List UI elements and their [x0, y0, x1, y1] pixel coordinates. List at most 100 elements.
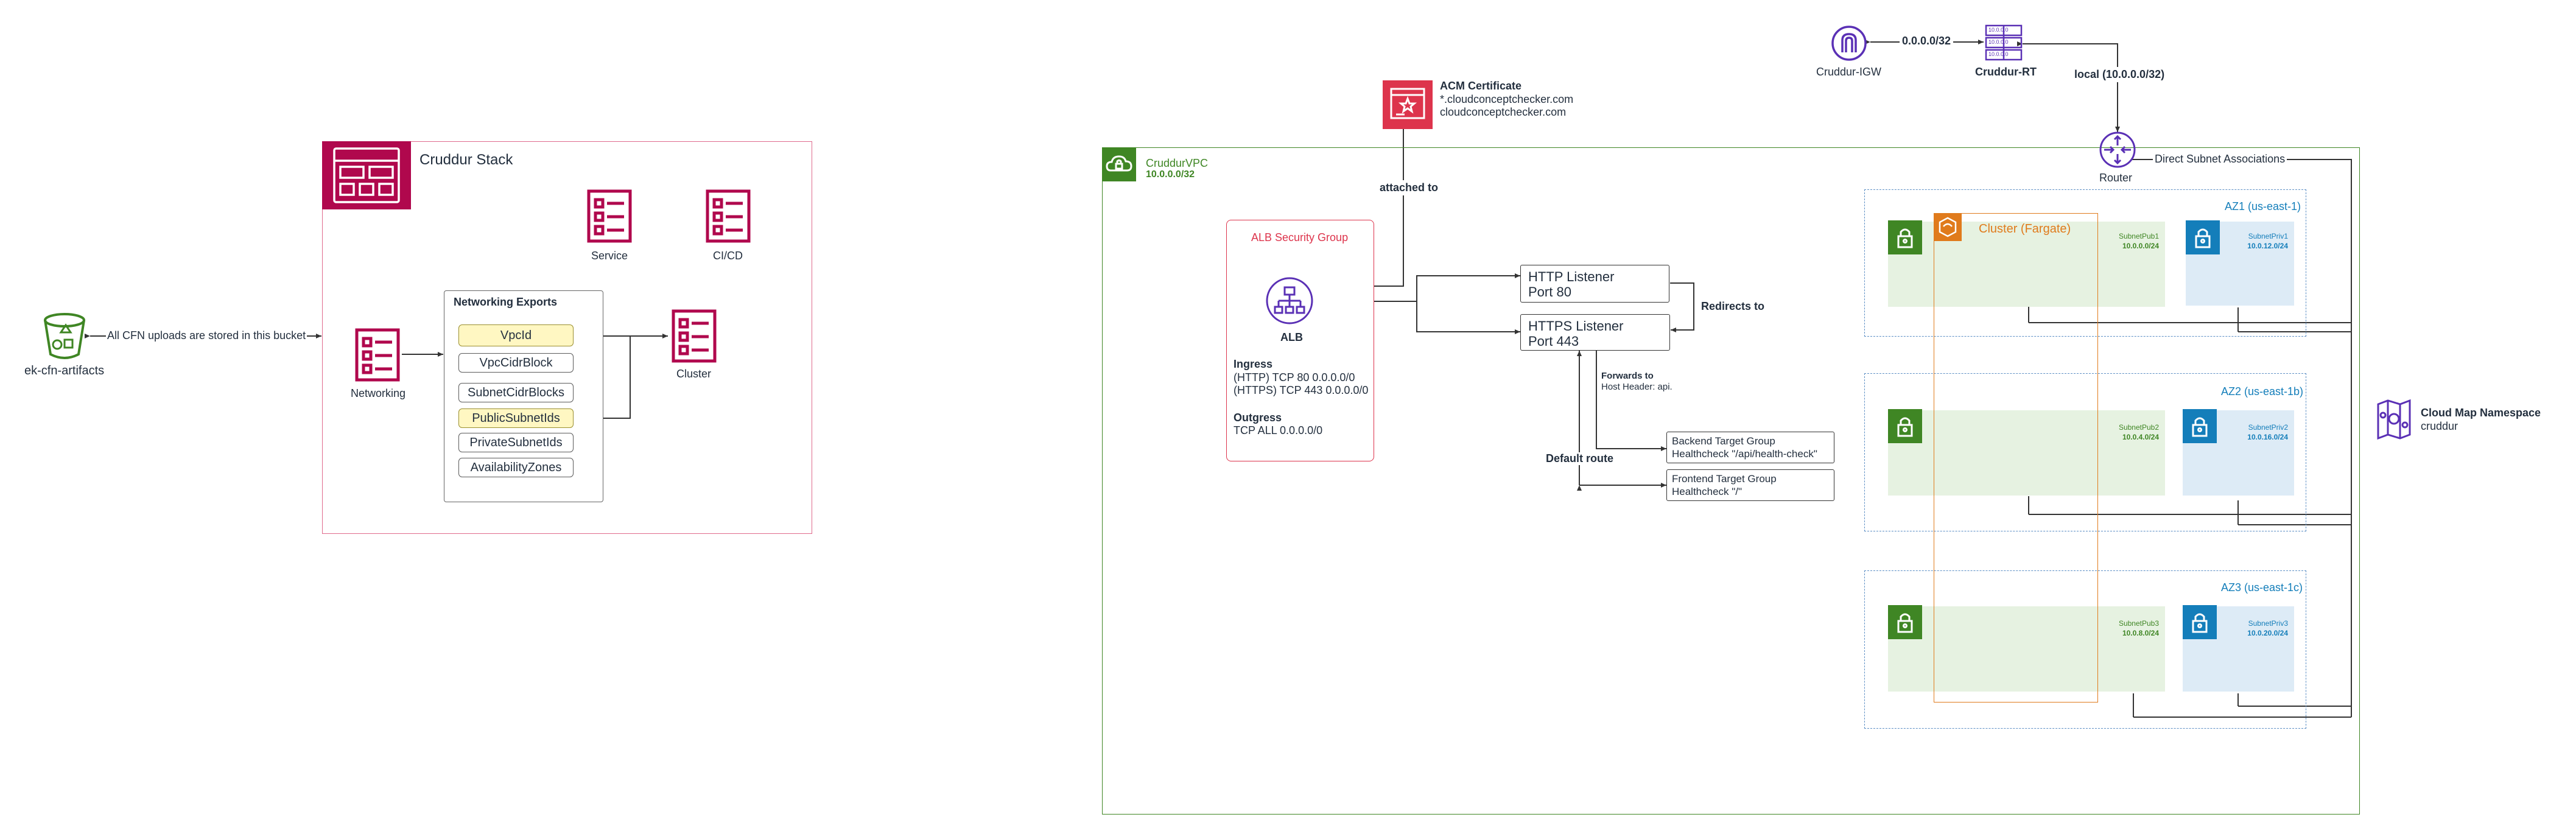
service-label: Service [591, 250, 628, 262]
route-row-1: 10.0.0.0 [1988, 27, 2009, 33]
az2-private-subnet-name: SubnetPriv2 [2248, 423, 2288, 432]
az2-private-subnet-cidr: 10.0.16.0/24 [2247, 433, 2288, 441]
frontend-target-group[interactable]: Frontend Target Group Healthcheck "/" [1666, 469, 1834, 501]
backend-tg-name: Backend Target Group [1672, 435, 1775, 447]
vpc-icon [1102, 147, 1136, 181]
service-template-icon[interactable] [585, 189, 634, 244]
az2-group[interactable] [1864, 373, 2306, 531]
cloudmap-name: cruddur [2421, 420, 2458, 432]
az2-private-lock-icon [2183, 409, 2217, 443]
export-publicsubnetids[interactable]: PublicSubnetIds [458, 408, 574, 428]
cloudmap-title: Cloud Map Namespace [2421, 407, 2541, 419]
backend-target-group[interactable]: Backend Target Group Healthcheck "/api/h… [1666, 432, 1834, 463]
default-route-label: Default route [1543, 452, 1616, 465]
forward-title: Forwards to [1601, 371, 1654, 381]
forward-sub: Host Header: api. [1601, 382, 1672, 392]
cloudformation-stack-icon [322, 141, 411, 209]
s3-bucket-icon[interactable] [43, 312, 86, 360]
internet-gateway-icon[interactable] [1830, 24, 1868, 62]
frontend-tg-name: Frontend Target Group [1672, 473, 1777, 485]
az1-public-subnet-cidr: 10.0.0.0/24 [2122, 242, 2159, 250]
export-vpccidrblock[interactable]: VpcCidrBlock [458, 353, 574, 373]
cruddur-stack-group[interactable] [322, 141, 812, 534]
az1-private-subnet-cidr: 10.0.12.0/24 [2247, 242, 2288, 250]
rt-router-connector [2017, 41, 2120, 132]
az3-public-lock-icon [1888, 605, 1922, 639]
az3-title: AZ3 (us-east-1c) [2221, 581, 2303, 594]
route-row-3: 10.0.0.0 [1988, 51, 2009, 57]
outgress-rule-1: TCP ALL 0.0.0.0/0 [1234, 424, 1323, 436]
alb-security-group[interactable] [1226, 220, 1374, 461]
az1-private-lock-icon [2186, 220, 2220, 254]
az2-public-subnet-name: SubnetPub2 [2118, 423, 2159, 432]
acm-edge-label: attached to [1377, 180, 1441, 195]
vpc-cidr: 10.0.0.0/32 [1146, 169, 1195, 180]
az3-private-subnet-cidr: 10.0.20.0/24 [2247, 629, 2288, 637]
route-table-icon[interactable]: 10.0.0.0 10.0.0.0 10.0.0.0 [1985, 24, 2023, 61]
networking-label: Networking [351, 387, 406, 399]
bucket-edge-label: All CFN uploads are stored in this bucke… [106, 329, 307, 342]
cluster-template-icon[interactable] [670, 309, 718, 363]
networking-exports-title: Networking Exports [454, 296, 558, 308]
acm-domain-2: cloudconceptchecker.com [1440, 106, 1567, 118]
az2-title: AZ2 (us-east-1b) [2221, 385, 2304, 398]
route-row-2: 10.0.0.0 [1988, 39, 2009, 45]
az2-public-subnet-cidr: 10.0.4.0/24 [2122, 433, 2159, 441]
rt-router-edge-label: local (10.0.0.0/32) [2072, 67, 2167, 82]
ingress-rule-1: (HTTP) TCP 80 0.0.0.0/0 [1234, 371, 1355, 384]
export-vpcid[interactable]: VpcId [458, 324, 574, 346]
fargate-icon [1934, 213, 1962, 241]
redirect-label: Redirects to [1701, 300, 1765, 312]
https-listener-name: HTTPS Listener [1528, 318, 1624, 334]
az2-public-lock-icon [1888, 409, 1922, 443]
cloud-map-icon[interactable] [2374, 398, 2413, 441]
alb-sg-title: ALB Security Group [1251, 231, 1349, 244]
export-subnetcidrblocks[interactable]: SubnetCidrBlocks [458, 383, 574, 402]
az1-title: AZ1 (us-east-1) [2225, 200, 2301, 212]
router-icon[interactable] [2098, 130, 2137, 169]
forward-connector [1596, 351, 1666, 451]
cicd-template-icon[interactable] [704, 189, 753, 244]
az3-public-subnet-cidr: 10.0.8.0/24 [2122, 629, 2159, 637]
igw-rt-edge-label: 0.0.0.0/32 [1900, 35, 1954, 47]
ingress-rule-2: (HTTPS) TCP 443 0.0.0.0/0 [1234, 384, 1369, 396]
acm-domain-1: *.cloudconceptchecker.com [1440, 93, 1574, 105]
https-listener-port: Port 443 [1528, 334, 1579, 349]
backend-tg-health: Healthcheck "/api/health-check" [1672, 448, 1817, 460]
cruddur-stack-title: Cruddur Stack [419, 152, 513, 168]
fargate-cluster-group[interactable] [1934, 213, 2098, 703]
vpc-group[interactable] [1102, 147, 2360, 815]
http-listener-name: HTTP Listener [1528, 269, 1615, 284]
router-label: Router [2099, 172, 2133, 184]
https-listener[interactable]: HTTPS Listener Port 443 [1520, 314, 1670, 351]
redirect-connector [1670, 282, 1694, 332]
az3-private-subnet-name: SubnetPriv3 [2248, 619, 2288, 628]
http-listener-port: Port 80 [1528, 284, 1571, 300]
az1-group[interactable] [1864, 189, 2306, 337]
cicd-label: CI/CD [713, 250, 743, 262]
ingress-title: Ingress [1234, 358, 1273, 370]
az3-private-lock-icon [2183, 605, 2217, 639]
alb-label: ALB [1280, 331, 1303, 343]
alb-icon[interactable] [1265, 276, 1314, 325]
az1-private-subnet-name: SubnetPriv1 [2248, 232, 2288, 240]
az3-public-subnet-name: SubnetPub3 [2118, 619, 2159, 628]
bucket-label: ek-cfn-artifacts [24, 364, 105, 377]
alb-https-connector [1416, 301, 1520, 334]
router-edge-label: Direct Subnet Associations [2153, 153, 2287, 166]
fargate-cluster-title: Cluster (Fargate) [1979, 222, 2071, 236]
export-privatesubnetids[interactable]: PrivateSubnetIds [458, 433, 574, 452]
acm-title: ACM Certificate [1440, 80, 1522, 92]
az1-public-subnet-name: SubnetPub1 [2118, 232, 2159, 240]
rt-label: Cruddur-RT [1975, 66, 2037, 78]
frontend-tg-health: Healthcheck "/" [1672, 486, 1742, 497]
vpc-name: CruddurVPC [1146, 157, 1209, 169]
http-listener[interactable]: HTTP Listener Port 80 [1520, 265, 1669, 303]
az1-public-lock-icon [1888, 220, 1922, 254]
export-availabilityzones[interactable]: AvailabilityZones [458, 458, 574, 477]
networking-template-icon[interactable] [353, 328, 402, 382]
acm-certificate-icon[interactable] [1383, 80, 1433, 129]
az3-group[interactable] [1864, 570, 2306, 729]
cluster-label: Cluster [676, 368, 712, 380]
igw-label: Cruddur-IGW [1816, 66, 1882, 78]
